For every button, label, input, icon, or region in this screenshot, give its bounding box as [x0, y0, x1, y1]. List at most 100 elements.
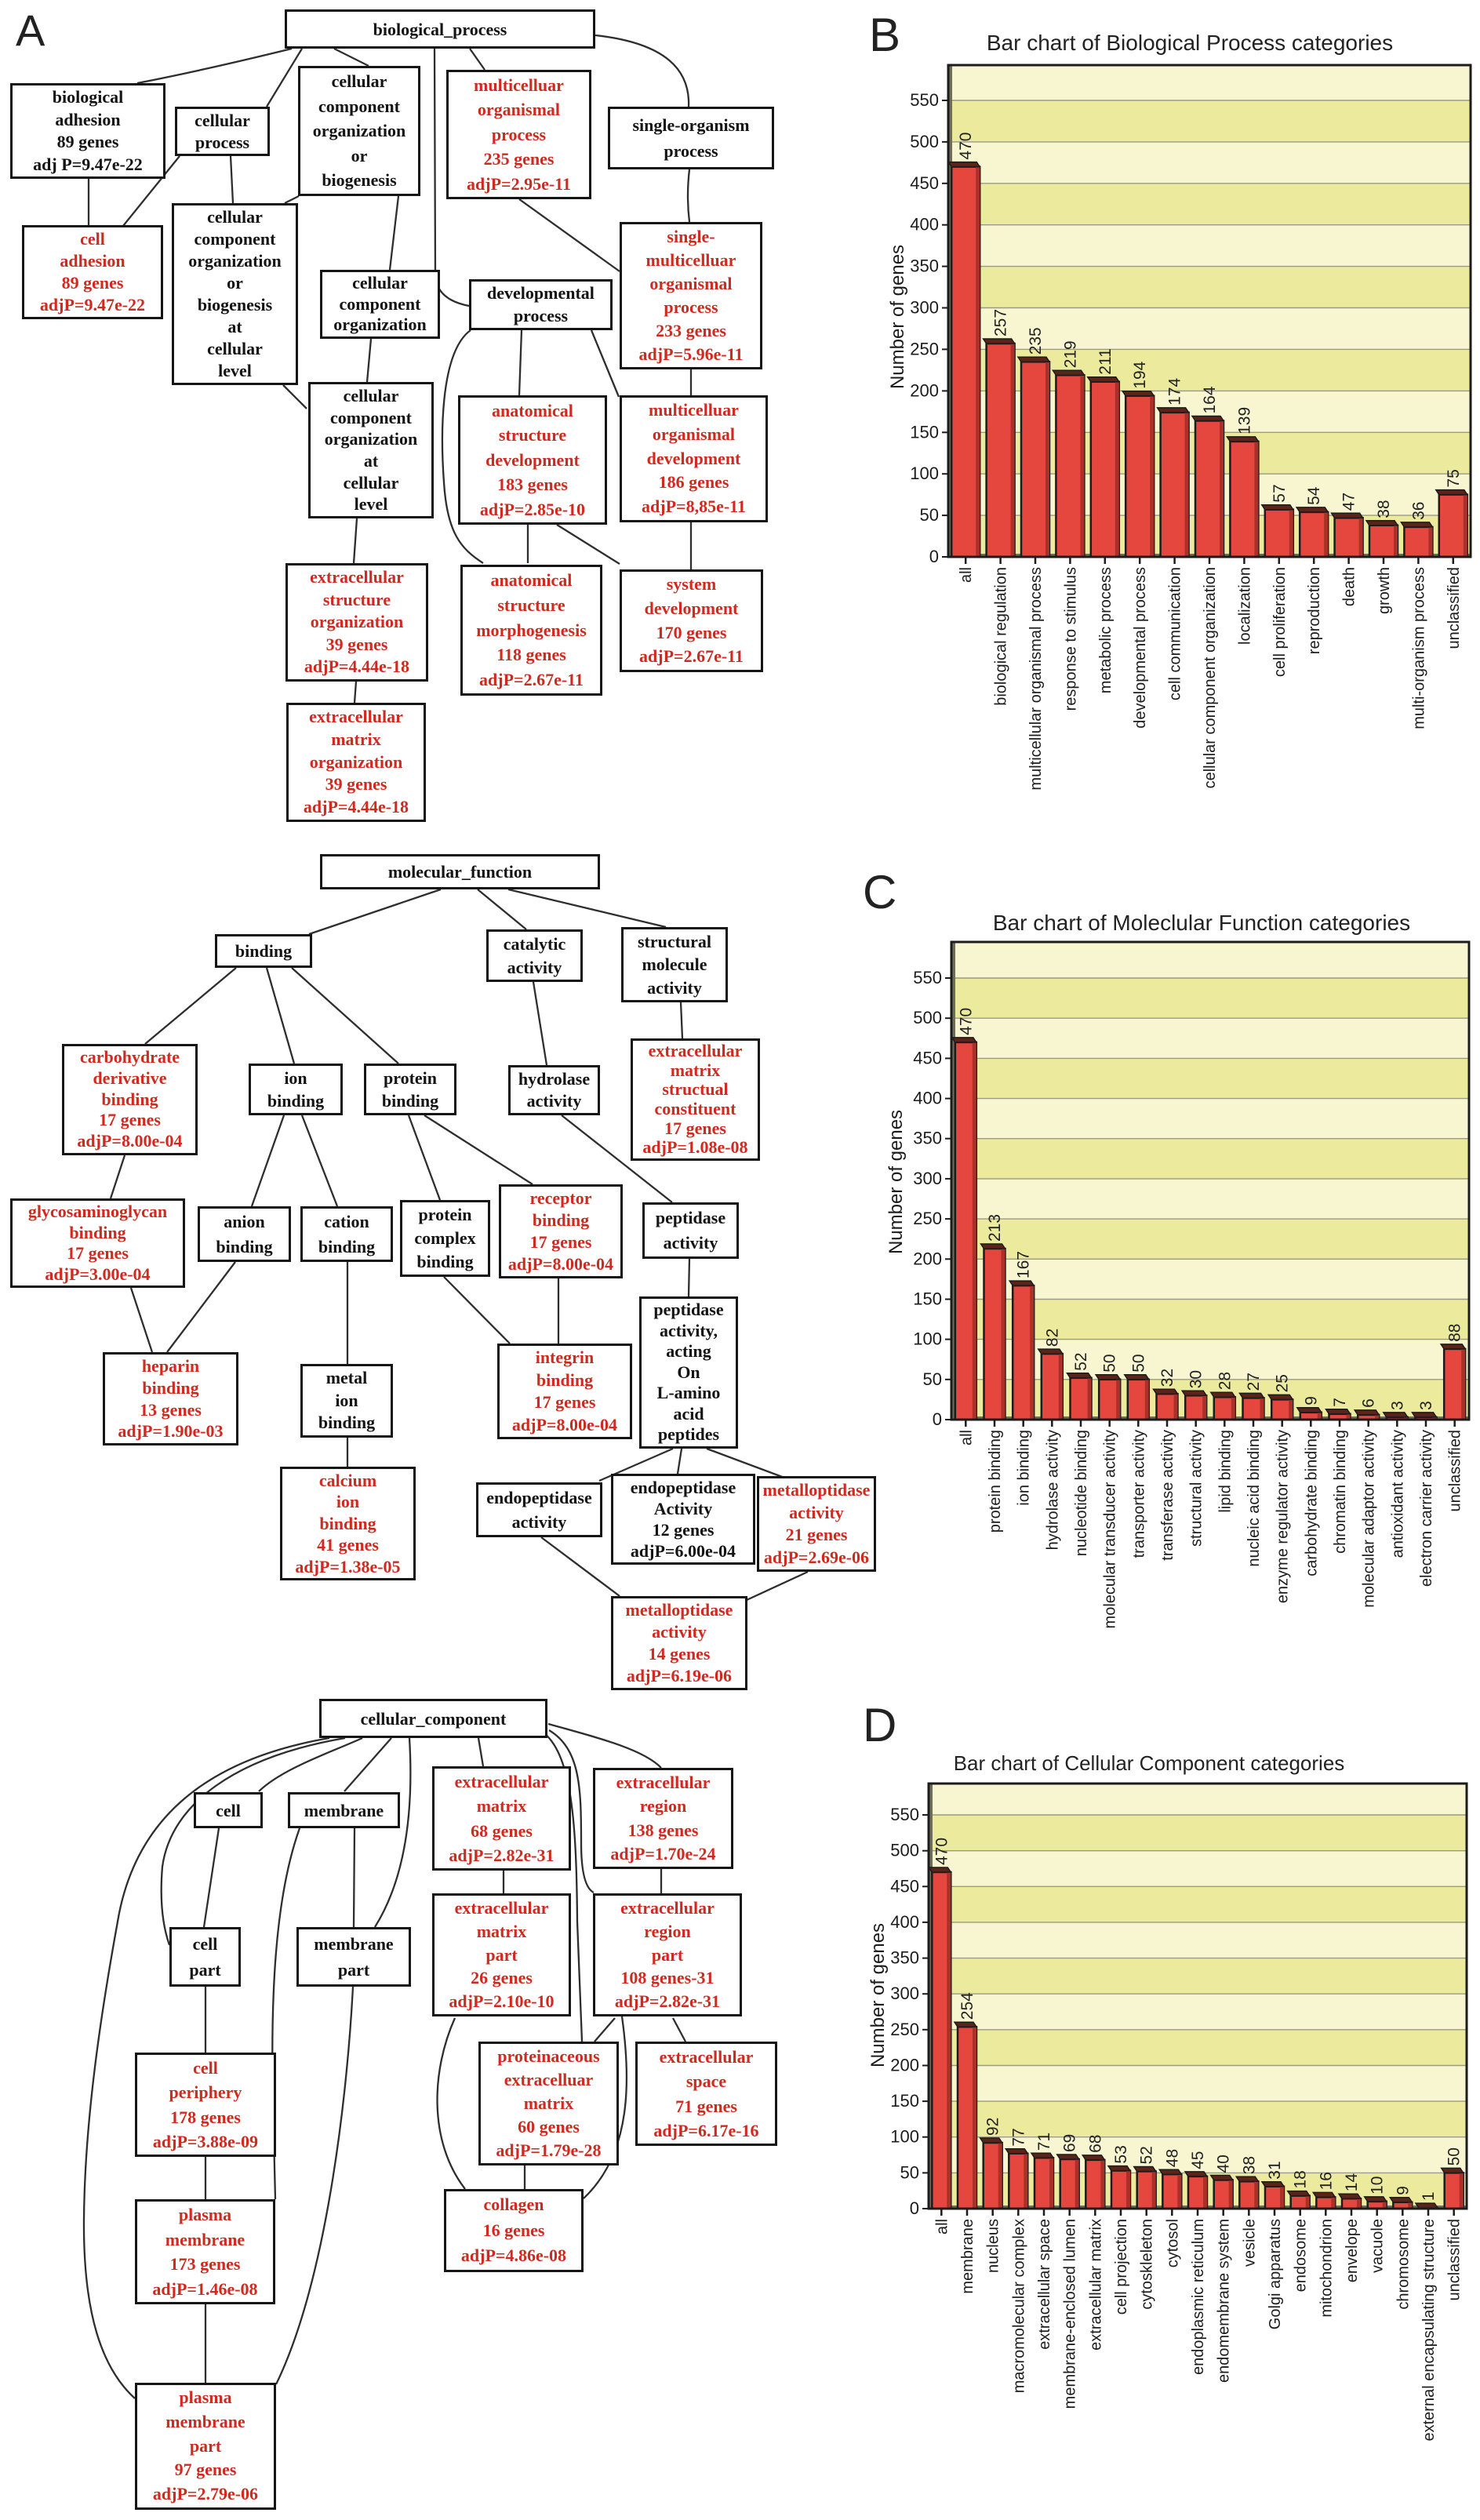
svg-text:200: 200: [913, 1249, 942, 1268]
svg-text:14: 14: [1343, 2173, 1361, 2192]
svg-text:52: 52: [1138, 2146, 1156, 2164]
svg-text:biological regulation: biological regulation: [993, 567, 1010, 706]
svg-text:growth: growth: [1376, 567, 1393, 614]
svg-text:16: 16: [1317, 2172, 1335, 2190]
svg-text:death: death: [1341, 567, 1358, 606]
svg-text:257: 257: [992, 309, 1010, 336]
svg-text:50: 50: [920, 505, 939, 525]
svg-text:cell communication: cell communication: [1167, 567, 1184, 700]
svg-text:211: 211: [1096, 348, 1115, 374]
svg-text:254: 254: [958, 1992, 976, 2020]
svg-text:Bar chart of Cellular Componen: Bar chart of Cellular Component categori…: [954, 1751, 1345, 1775]
svg-text:100: 100: [890, 2127, 919, 2147]
svg-text:213: 213: [986, 1214, 1004, 1242]
svg-text:reproduction: reproduction: [1306, 567, 1323, 654]
svg-text:500: 500: [890, 1841, 919, 1860]
svg-text:envelope: envelope: [1344, 2219, 1361, 2282]
svg-text:3: 3: [1417, 1401, 1435, 1410]
svg-text:vesicle: vesicle: [1241, 2219, 1258, 2267]
svg-text:hydrolase activity: hydrolase activity: [1044, 1430, 1061, 1550]
svg-text:174: 174: [1166, 378, 1184, 405]
svg-text:10: 10: [1369, 2176, 1387, 2195]
svg-text:300: 300: [913, 1169, 942, 1188]
svg-text:6: 6: [1360, 1398, 1378, 1408]
svg-text:Number of genes: Number of genes: [887, 245, 908, 389]
svg-text:external encapsulating structu: external encapsulating structure: [1420, 2219, 1438, 2442]
svg-text:cellular component organizatio: cellular component organization: [1202, 567, 1219, 788]
svg-text:100: 100: [913, 1329, 942, 1349]
svg-text:139: 139: [1235, 407, 1253, 435]
svg-text:response to stimulus: response to stimulus: [1062, 567, 1079, 711]
svg-text:300: 300: [910, 298, 939, 318]
svg-text:ion binding: ion binding: [1016, 1430, 1033, 1506]
svg-text:150: 150: [890, 2091, 919, 2111]
svg-text:100: 100: [910, 464, 939, 483]
svg-text:0: 0: [929, 547, 939, 566]
svg-text:50: 50: [1445, 2147, 1464, 2165]
svg-text:350: 350: [890, 1948, 919, 1968]
svg-text:endomembrane system: endomembrane system: [1216, 2219, 1233, 2383]
svg-text:localization: localization: [1236, 567, 1253, 645]
svg-text:membrane: membrane: [959, 2219, 976, 2294]
svg-text:0: 0: [933, 1409, 942, 1429]
svg-text:molecular transducer activity: molecular transducer activity: [1102, 1430, 1119, 1628]
svg-text:71: 71: [1035, 2133, 1053, 2151]
svg-text:endosome: endosome: [1293, 2219, 1310, 2292]
svg-text:C: C: [863, 866, 896, 918]
svg-text:27: 27: [1245, 1373, 1263, 1391]
svg-text:47: 47: [1340, 493, 1358, 511]
svg-text:500: 500: [913, 1008, 942, 1027]
svg-text:50: 50: [923, 1369, 942, 1389]
svg-text:164: 164: [1201, 386, 1219, 413]
svg-text:450: 450: [910, 173, 939, 193]
svg-text:38: 38: [1240, 2156, 1258, 2174]
svg-text:vacuole: vacuole: [1369, 2219, 1387, 2273]
svg-text:77: 77: [1009, 2128, 1027, 2146]
svg-text:88: 88: [1446, 1324, 1464, 1342]
svg-text:38: 38: [1375, 500, 1393, 518]
svg-text:0: 0: [910, 2198, 919, 2218]
svg-text:all: all: [958, 567, 975, 583]
svg-text:350: 350: [913, 1129, 942, 1148]
svg-text:3: 3: [1388, 1401, 1406, 1410]
svg-text:450: 450: [913, 1048, 942, 1067]
svg-text:32: 32: [1158, 1369, 1176, 1387]
svg-text:macromolecular complex: macromolecular complex: [1010, 2219, 1027, 2393]
svg-text:carbohydrate binding: carbohydrate binding: [1303, 1430, 1320, 1576]
svg-text:470: 470: [957, 1008, 975, 1035]
svg-text:200: 200: [890, 2056, 919, 2075]
svg-text:350: 350: [910, 256, 939, 276]
svg-text:68: 68: [1086, 2135, 1104, 2153]
svg-text:transporter activity: transporter activity: [1130, 1430, 1147, 1558]
svg-text:50: 50: [900, 2162, 919, 2182]
svg-text:250: 250: [910, 339, 939, 358]
svg-text:18: 18: [1292, 2170, 1310, 2188]
svg-text:52: 52: [1072, 1352, 1090, 1370]
svg-text:all: all: [933, 2219, 951, 2235]
svg-text:30: 30: [1187, 1370, 1205, 1388]
svg-text:structural activity: structural activity: [1188, 1430, 1205, 1547]
svg-text:developmental process: developmental process: [1132, 567, 1149, 729]
svg-text:lipid binding: lipid binding: [1216, 1430, 1234, 1513]
svg-text:Golgi apparatus: Golgi apparatus: [1267, 2219, 1284, 2329]
svg-text:400: 400: [910, 215, 939, 235]
svg-text:cytosol: cytosol: [1164, 2219, 1181, 2267]
svg-text:nucleotide binding: nucleotide binding: [1073, 1430, 1090, 1556]
svg-text:550: 550: [910, 90, 939, 110]
svg-text:nucleic acid binding: nucleic acid binding: [1245, 1430, 1263, 1567]
svg-text:all: all: [958, 1430, 975, 1445]
svg-text:50: 50: [1101, 1354, 1119, 1372]
svg-text:219: 219: [1061, 340, 1079, 368]
svg-text:470: 470: [933, 1838, 951, 1865]
svg-text:31: 31: [1266, 2161, 1284, 2179]
svg-text:150: 150: [913, 1289, 942, 1309]
svg-text:Number of genes: Number of genes: [885, 1110, 907, 1254]
svg-text:B: B: [869, 9, 900, 61]
svg-text:300: 300: [890, 1984, 919, 2003]
svg-text:50: 50: [1129, 1354, 1147, 1372]
svg-text:400: 400: [913, 1089, 942, 1108]
svg-text:Number of genes: Number of genes: [867, 1923, 889, 2067]
svg-text:194: 194: [1131, 361, 1149, 388]
svg-text:cytoskleleton: cytoskleleton: [1139, 2219, 1156, 2310]
svg-text:200: 200: [910, 380, 939, 400]
